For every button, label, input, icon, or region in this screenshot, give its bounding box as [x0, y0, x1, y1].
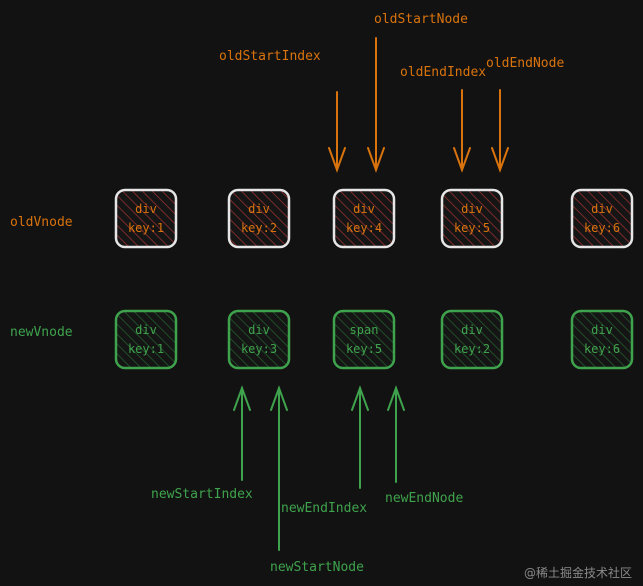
old-vnode-box [570, 188, 634, 249]
old-vnode-box [114, 188, 178, 249]
new-vnode-tag: div [248, 323, 270, 337]
new-vnode-tag: span [350, 323, 379, 337]
watermark: @稀土掘金技术社区 [524, 565, 632, 580]
new-pointer-newendnode: newEndNode [385, 385, 463, 506]
old-vnode-key: key:4 [346, 221, 382, 235]
new-vnode-key: key:2 [454, 342, 490, 356]
old-pointer-oldendnode: oldEndNode [486, 56, 564, 173]
new-vnode-key: key:5 [346, 342, 382, 356]
up-arrow-icon [387, 385, 405, 483]
up-arrow-icon [270, 385, 288, 551]
new-end-index-label: newEndIndex [281, 501, 367, 516]
new-vnode-box [114, 309, 178, 370]
old-vnode-3: div key:4 [332, 188, 396, 249]
old-vnode-row-label: oldVnode [10, 215, 73, 230]
new-vnode-tag: div [135, 323, 157, 337]
old-vnode-tag: div [461, 202, 483, 216]
new-vnode-5: div key:6 [570, 309, 634, 370]
old-vnode-key: key:5 [454, 221, 490, 235]
new-vnode-4: div key:2 [440, 309, 504, 370]
old-vnode-5: div key:6 [570, 188, 634, 249]
new-vnode-box [332, 309, 396, 370]
new-vnode-tag: div [591, 323, 613, 337]
old-vnode-tag: div [353, 202, 375, 216]
new-pointer-newstartnode: newStartNode [270, 385, 364, 575]
up-arrow-icon [351, 385, 369, 489]
old-vnode-key: key:2 [241, 221, 277, 235]
old-pointer-oldstartindex: oldStartIndex [219, 49, 346, 173]
old-vnode-box [227, 188, 291, 249]
old-pointer-oldstartnode: oldStartNode [367, 12, 468, 173]
new-vnode-2: div key:3 [227, 309, 291, 370]
down-arrow-icon [367, 37, 385, 173]
old-vnode-tag: div [135, 202, 157, 216]
old-end-index-label: oldEndIndex [400, 65, 486, 80]
new-vnode-key: key:1 [128, 342, 164, 356]
down-arrow-icon [328, 91, 346, 173]
old-vnode-tag: div [591, 202, 613, 216]
down-arrow-icon [453, 89, 471, 173]
old-start-node-label: oldStartNode [374, 12, 468, 27]
new-vnode-box [570, 309, 634, 370]
new-vnode-box [440, 309, 504, 370]
new-vnode-1: div key:1 [114, 309, 178, 370]
new-vnode-3: span key:5 [332, 309, 396, 370]
old-end-node-label: oldEndNode [486, 56, 564, 71]
new-start-node-label: newStartNode [270, 560, 364, 575]
down-arrow-icon [491, 89, 509, 173]
up-arrow-icon [233, 385, 251, 481]
new-vnode-list: div key:1 div key:3 span key:5 div key:2 div key:… [114, 309, 634, 370]
old-vnode-tag: div [248, 202, 270, 216]
old-vnode-4: div key:5 [440, 188, 504, 249]
new-vnode-row-label: newVnode [10, 325, 73, 340]
old-vnode-key: key:6 [584, 221, 620, 235]
new-pointer-newstartindex: newStartIndex [151, 385, 253, 502]
old-vnode-2: div key:2 [227, 188, 291, 249]
new-end-node-label: newEndNode [385, 491, 463, 506]
old-vnode-key: key:1 [128, 221, 164, 235]
old-start-index-label: oldStartIndex [219, 49, 321, 64]
new-vnode-key: key:6 [584, 342, 620, 356]
new-vnode-tag: div [461, 323, 483, 337]
new-start-index-label: newStartIndex [151, 487, 253, 502]
old-pointer-oldendindex: oldEndIndex [400, 65, 486, 173]
old-vnode-list: div key:1 div key:2 div key:4 div key:5 div key:6 [114, 188, 634, 249]
new-vnode-key: key:3 [241, 342, 277, 356]
new-pointer-newendindex: newEndIndex [281, 385, 369, 516]
old-vnode-1: div key:1 [114, 188, 178, 249]
old-vnode-box [332, 188, 396, 249]
old-vnode-box [440, 188, 504, 249]
new-vnode-box [227, 309, 291, 370]
